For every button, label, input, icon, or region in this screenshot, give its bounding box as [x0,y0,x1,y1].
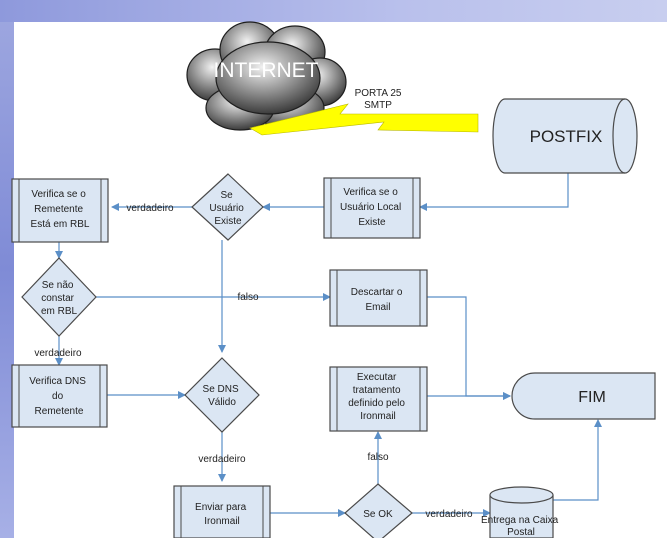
not-rbl-line3: em RBL [41,306,78,317]
execute-line4: Ironmail [360,411,396,422]
svg-text:Verifica se o Usuário Lo: Verifica se o Usuário Local Existe [340,187,404,228]
user-exists-line3: Existe [214,216,242,227]
edge-label-ok-false: falso [367,452,389,463]
verify-dns-line1: Verifica DNS [29,376,86,387]
port-label: PORTA 25 [355,88,402,99]
deliver-line1: Entrega na Caixa [481,515,559,526]
verify-local-user-node: Verifica se o Usuário Local Existe [323,177,421,239]
verify-rbl-node: Verifica se o Remetente Está em RBL [11,178,109,243]
svg-text:Enviar para Ironmail: Enviar para Ironmail [195,502,249,527]
verify-rbl-line1: Verifica se o [31,189,86,200]
lightning-bolt-icon [249,103,479,136]
internet-cloud: INTERNET [186,21,347,131]
end-label: FIM [578,389,606,406]
edge-deliver-to-end [553,419,602,501]
verify-local-line3: Existe [358,217,386,228]
verify-dns-line2: do [52,391,64,402]
protocol-label: SMTP [364,100,392,111]
if-ok-label: Se OK [363,509,393,520]
deliver-line2: Postal [507,527,535,538]
send-ironmail-node: Enviar para Ironmail [173,485,271,538]
not-in-rbl-decision: Se não constar em RBL [21,257,97,337]
discard-email-node: Descartar o Email [329,269,428,327]
svg-text:Se Usuário Existe: Se Usuário Existe [209,190,246,227]
cloud-label: INTERNET [214,59,319,82]
dns-valid-line2: Válido [208,397,236,408]
discard-line2: Email [365,302,390,313]
svg-text:Verifica DNS do Re: Verifica DNS do Remetente [29,376,88,417]
edge-discard-to-end [427,296,511,400]
edge-label-rbl-true: verdadeiro [34,348,82,359]
slide-background-top [0,0,667,22]
slide-background-left [0,0,14,538]
postfix-node: POSTFIX [492,98,638,174]
send-line1: Enviar para [195,502,247,513]
verify-rbl-line2: Remetente [34,204,83,215]
not-rbl-line2: constar [41,293,74,304]
send-line2: Ironmail [204,516,240,527]
svg-text:Descartar o Email: Descartar o Email [351,287,405,313]
execute-treatment-node: Executar tratamento definido pelo Ironma… [329,366,428,432]
not-rbl-line1: Se não [42,280,74,291]
edge-postfix-to-verify-local [419,173,569,211]
dns-valid-line1: Se DNS [203,384,239,395]
verify-rbl-line3: Está em RBL [31,219,90,230]
verify-local-line2: Usuário Local [340,202,401,213]
execute-line3: definido pelo [348,398,405,409]
user-exists-decision: Se Usuário Existe [191,173,264,241]
execute-line2: tratamento [353,385,401,396]
verify-dns-line3: Remetente [35,406,84,417]
edge-label-dns-true: verdadeiro [198,454,246,465]
user-exists-line1: Se [220,190,233,201]
edge-label-user-exists-true: verdadeiro [126,203,174,214]
svg-text:Se DNS Válido: Se DNS Válido [203,384,242,408]
svg-text:Executar tratamento: Executar tratamento definido pelo Ironma… [348,372,408,422]
if-ok-decision: Se OK [344,483,413,538]
deliver-mailbox-node: Entrega na Caixa Postal [481,486,561,538]
execute-line1: Executar [357,372,397,383]
verify-local-line1: Verifica se o [343,187,398,198]
svg-text:Verifica se o Remetente: Verifica se o Remetente Está em RBL [31,189,90,230]
connectors [55,173,602,517]
dns-valid-decision: Se DNS Válido [184,357,260,433]
user-exists-line2: Usuário [209,203,244,214]
verify-dns-node: Verifica DNS do Remetente [11,364,108,428]
discard-line1: Descartar o [351,287,403,298]
svg-text:Se não constar em: Se não constar em RBL [41,280,78,317]
edge-label-rbl-false: falso [237,292,259,303]
svg-text:Entrega na Caixa Postal: Entrega na Caixa Postal [481,515,561,538]
postfix-label: POSTFIX [530,127,603,146]
edge-label-ok-true: verdadeiro [425,509,473,520]
end-node: FIM [511,372,656,420]
